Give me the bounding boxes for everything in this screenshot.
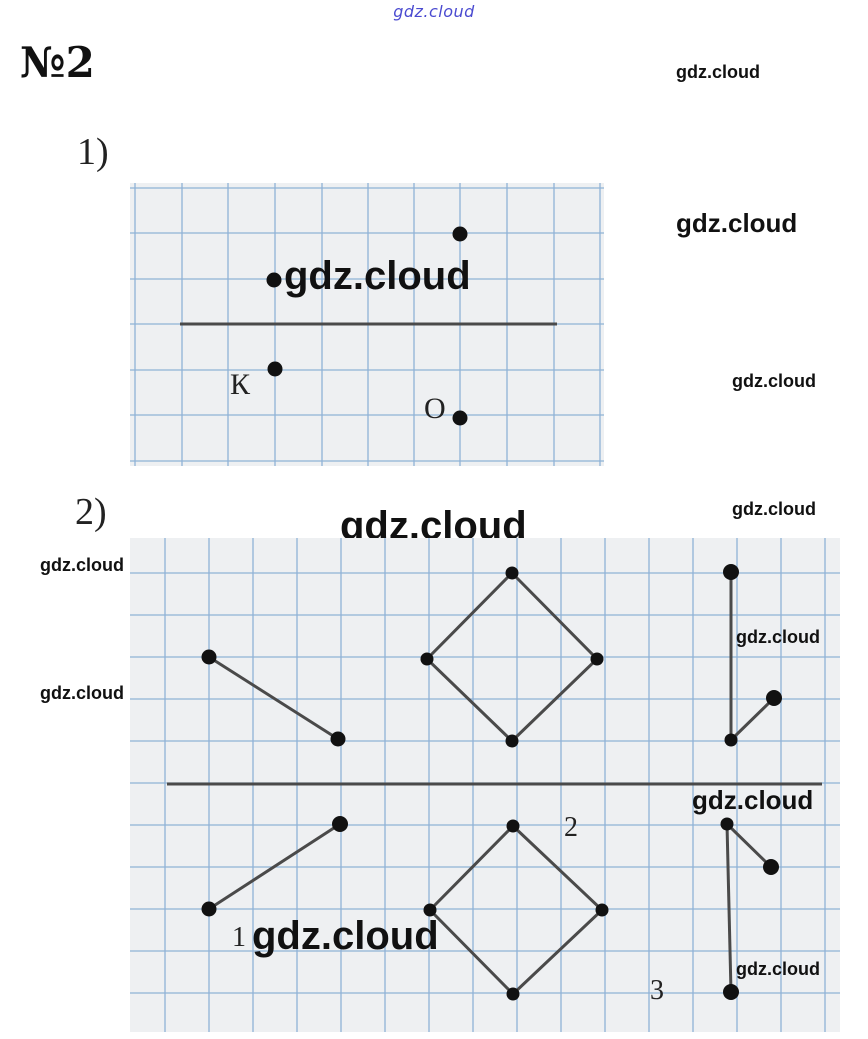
watermark: gdz.cloud <box>40 555 124 575</box>
watermark: gdz.cloud <box>732 499 816 519</box>
label-k: К <box>230 368 251 401</box>
point <box>452 226 468 242</box>
figure-2-grid <box>130 538 840 1032</box>
figure-points <box>201 564 782 1001</box>
watermark: gdz.cloud <box>736 959 820 979</box>
label-2: 2 <box>564 812 578 843</box>
watermark: gdz.cloud <box>284 254 471 298</box>
label-3: 3 <box>650 975 664 1006</box>
point-o <box>452 410 468 426</box>
figure-1-grid <box>130 183 604 466</box>
label-o: О <box>424 392 446 425</box>
watermark: gdz.cloud <box>676 208 798 238</box>
watermark: gdz.cloud <box>676 62 760 82</box>
watermark: gdz.cloud <box>692 785 814 815</box>
watermark: gdz.cloud <box>736 627 820 647</box>
point <box>266 272 282 288</box>
point-k <box>267 361 283 377</box>
label-1: 1 <box>232 922 246 953</box>
problem-number: №2 <box>20 38 95 87</box>
watermark: gdz.cloud <box>252 914 439 958</box>
part-2-label: 2) <box>75 491 107 533</box>
top-watermark: gdz.cloud <box>393 2 475 21</box>
part-1-label: 1) <box>77 131 109 173</box>
watermark: gdz.cloud <box>732 371 816 391</box>
watermark: gdz.cloud <box>40 683 124 703</box>
